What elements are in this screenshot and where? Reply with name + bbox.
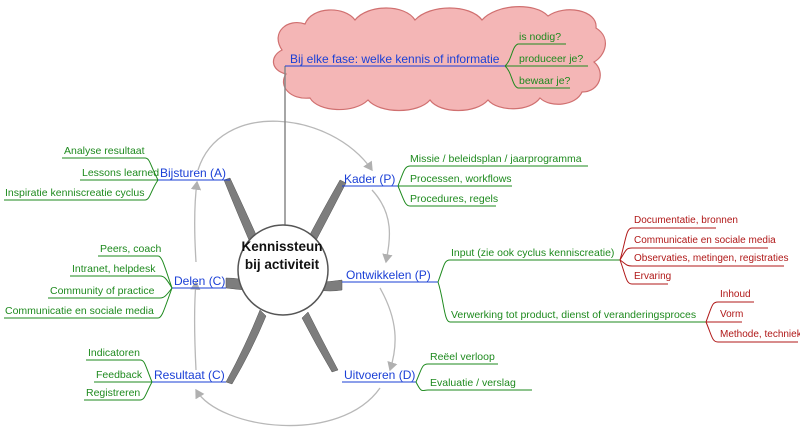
topic-bijsturen: Bijsturen (A) bbox=[160, 166, 227, 180]
topic-kader: Kader (P) bbox=[344, 172, 396, 186]
topic-ontwikkelen: Ontwikkelen (P) bbox=[346, 268, 431, 282]
verwerking-item-1: Inhoud bbox=[720, 289, 751, 300]
kader-item-1: Missie / beleidsplan / jaarprogramma bbox=[410, 153, 582, 165]
topic-resultaat: Resultaat (C) bbox=[154, 368, 225, 382]
bijsturen-item-2: Lessons learned bbox=[82, 167, 160, 179]
input-item-2: Communicatie en sociale media bbox=[634, 235, 776, 246]
center-line-2: bij activiteit bbox=[244, 257, 320, 272]
center-line-1: Kennissteun bbox=[241, 239, 323, 254]
resultaat-item-1: Indicatoren bbox=[88, 347, 140, 359]
bijsturen-item-3: Inspiratie kenniscreatie cyclus bbox=[5, 187, 145, 199]
spokes bbox=[223, 177, 347, 385]
input-item-1: Documentatie, bronnen bbox=[634, 215, 738, 226]
delen-item-2: Intranet, helpdesk bbox=[72, 263, 156, 275]
delen-item-3: Community of practice bbox=[50, 285, 155, 297]
verwerking-item-3: Methode, techniek bbox=[720, 329, 800, 340]
center-title: Kennissteun bij activiteit bbox=[232, 238, 332, 274]
connectors bbox=[4, 43, 798, 401]
verwerking-item-2: Vorm bbox=[720, 309, 744, 320]
topic-delen: Delen (C) bbox=[174, 274, 226, 288]
delen-item-4: Communicatie en sociale media bbox=[5, 305, 154, 317]
input-item-4: Ervaring bbox=[634, 271, 672, 282]
resultaat-item-2: Feedback bbox=[96, 369, 143, 381]
delen-item-1: Peers, coach bbox=[100, 243, 162, 255]
cloud-shape bbox=[272, 6, 606, 111]
cloud-item-3: bewaar je? bbox=[519, 75, 571, 87]
cloud-item-1: is nodig? bbox=[519, 31, 562, 43]
bijsturen-item-1: Analyse resultaat bbox=[64, 145, 145, 157]
cloud-title: Bij elke fase: welke kennis of informati… bbox=[290, 52, 500, 66]
cycle-arrows bbox=[190, 120, 398, 427]
uitvoeren-item-2: Evaluatie / verslag bbox=[430, 377, 516, 389]
input-item-3: Observaties, metingen, registraties bbox=[634, 253, 789, 264]
resultaat-item-3: Registreren bbox=[86, 387, 141, 399]
ontwikkelen-input: Input (zie ook cyclus kenniscreatie) bbox=[451, 247, 615, 259]
kader-item-2: Processen, workflows bbox=[410, 173, 512, 185]
cloud-item-2: produceer je? bbox=[519, 53, 584, 65]
center-node bbox=[237, 224, 329, 316]
topic-uitvoeren: Uitvoeren (D) bbox=[344, 368, 416, 382]
ontwikkelen-verwerking: Verwerking tot product, dienst of verand… bbox=[451, 309, 697, 321]
kader-item-3: Procedures, regels bbox=[410, 193, 499, 205]
uitvoeren-item-1: Reëel verloop bbox=[430, 351, 495, 363]
